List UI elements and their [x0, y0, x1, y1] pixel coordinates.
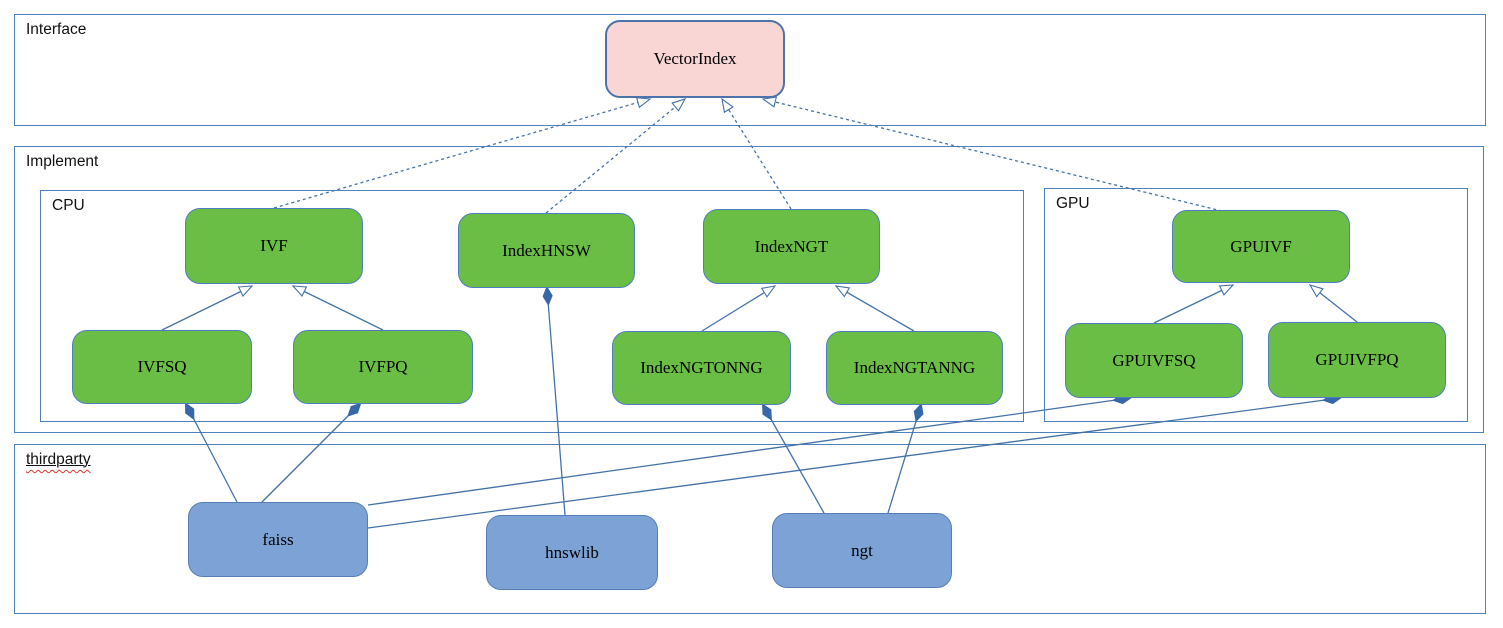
node-ivfsq-label: IVFSQ	[137, 357, 187, 376]
node-gpuivf-label: GPUIVF	[1230, 236, 1292, 256]
node-ivfpq[interactable]: IVFPQ	[293, 330, 473, 404]
edge-ivfsq-faiss	[186, 404, 238, 503]
edge-indexngtonng-indexngt	[701, 285, 777, 332]
edge-ivfpq-faiss	[261, 404, 360, 503]
container-thirdparty[interactable]: thirdparty	[14, 444, 1486, 614]
node-ivf[interactable]: IVF	[185, 208, 363, 284]
edge-gpuivfpq-faiss	[367, 398, 1340, 529]
node-gpuivfsq-label: GPUIVFSQ	[1112, 350, 1196, 370]
node-indexngtanng-label: IndexNGTANNG	[853, 358, 976, 377]
edge-gpuivfpq-gpuivf	[1308, 284, 1358, 323]
edge-indexngtanng-ngt	[887, 405, 921, 514]
spellcheck-underline: thirdparty	[26, 451, 91, 468]
edge-indexhnsw-hnswlib	[547, 288, 566, 516]
container-implement-label: Implement	[26, 153, 99, 170]
edge-indexngtanng-indexngt	[834, 285, 915, 332]
node-ivfsq[interactable]: IVFSQ	[72, 330, 252, 404]
node-vectorindex[interactable]: VectorIndex	[605, 20, 785, 98]
node-indexhnsw[interactable]: IndexHNSW	[458, 213, 635, 288]
node-indexngt-label: IndexNGT	[754, 236, 829, 256]
edge-gpuivfsq-gpuivf	[1153, 284, 1235, 324]
container-interface[interactable]: Interface	[14, 14, 1486, 126]
container-implement[interactable]: Implement	[14, 146, 1484, 433]
container-cpu-label: CPU	[52, 197, 85, 214]
container-thirdparty-label: thirdparty	[26, 451, 91, 469]
edge-indexhnsw-vectorindex	[545, 98, 687, 214]
node-indexngtonng-label: IndexNGTONNG	[640, 358, 763, 377]
node-hnswlib[interactable]: hnswlib	[486, 515, 658, 590]
node-indexngtonng[interactable]: IndexNGTONNG	[612, 331, 791, 405]
node-indexngt[interactable]: IndexNGT	[703, 209, 880, 284]
node-gpuivfsq[interactable]: GPUIVFSQ	[1065, 323, 1243, 398]
node-gpuivf[interactable]: GPUIVF	[1172, 210, 1350, 283]
container-cpu[interactable]: CPU	[40, 190, 1024, 422]
node-indexngtanng[interactable]: IndexNGTANNG	[826, 331, 1003, 405]
node-gpuivfpq[interactable]: GPUIVFPQ	[1268, 322, 1446, 398]
container-gpu-label: GPU	[1056, 195, 1090, 212]
edge-ivf-vectorindex	[273, 97, 652, 209]
edge-gpuivf-vectorindex	[761, 96, 1223, 212]
container-interface-label: Interface	[26, 21, 87, 38]
node-vectorindex-label: VectorIndex	[653, 49, 737, 68]
node-hnswlib-label: hnswlib	[545, 542, 599, 562]
node-ivf-label: IVF	[260, 236, 288, 255]
edge-ivfsq-ivf	[161, 285, 254, 331]
node-gpuivfpq-label: GPUIVFPQ	[1315, 350, 1399, 369]
edge-ivfpq-ivf	[291, 285, 384, 331]
node-ngt[interactable]: ngt	[772, 513, 952, 588]
node-indexhnsw-label: IndexHNSW	[502, 240, 591, 260]
node-faiss[interactable]: faiss	[188, 502, 368, 577]
node-ivfpq-label: IVFPQ	[358, 357, 408, 376]
edge-gpuivfsq-faiss	[367, 398, 1130, 506]
node-faiss-label: faiss	[262, 529, 294, 549]
node-ngt-label: ngt	[851, 540, 873, 560]
edge-indexngtonng-ngt	[763, 405, 825, 514]
edge-indexngt-vectorindex	[721, 97, 792, 210]
container-gpu[interactable]: GPU	[1044, 188, 1468, 422]
